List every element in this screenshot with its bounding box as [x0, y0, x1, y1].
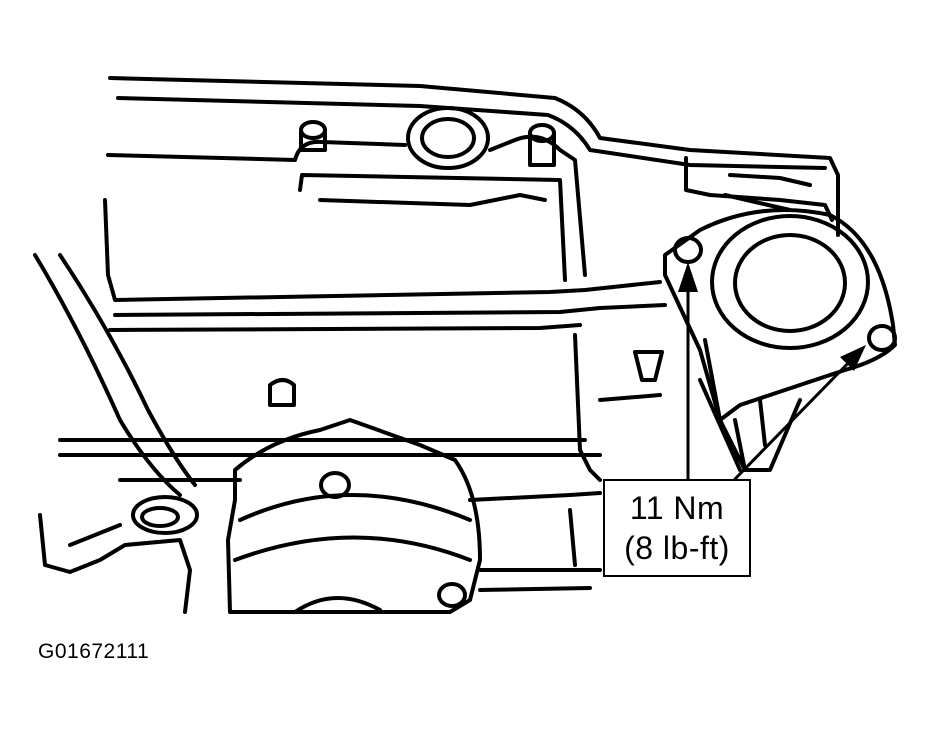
servo-cover-face [710, 214, 870, 350]
stud-left [268, 378, 296, 407]
cooler-line-inner [58, 253, 197, 487]
arrowhead-right [840, 345, 866, 371]
top-bolt-left [299, 120, 327, 140]
case-top-edge [108, 76, 840, 237]
case-mid-rib [113, 303, 667, 317]
servo-cover-face-inner [733, 233, 847, 333]
torque-metric-value: 11 Nm [629, 490, 725, 526]
case-top-inner-edge [116, 96, 827, 170]
upper-bracket [684, 156, 834, 222]
extension-bolt-top [319, 471, 351, 499]
servo-bolt-left [673, 236, 703, 264]
servo-bolt-right [867, 324, 897, 352]
case-body-line [573, 333, 602, 482]
case-upper-flange [106, 134, 587, 277]
extension-housing [226, 418, 482, 614]
figure-id-label: G01672111 [38, 640, 150, 663]
extension-bolt-right [437, 582, 467, 608]
torque-callout-box: 11 Nm (8 lb-ft) [603, 479, 751, 577]
cooler-line-outer [33, 253, 182, 497]
case-upper-rib [103, 198, 662, 302]
extension-output [293, 596, 382, 614]
case-inner-wall-2 [318, 193, 547, 207]
torque-imperial-value: (8 lb-ft) [624, 530, 730, 566]
cooler-line-fitting [131, 495, 199, 535]
leader-line-right [733, 351, 860, 481]
filler-port [406, 106, 490, 170]
filler-port-inner [420, 117, 476, 159]
lower-left-bracket [38, 513, 192, 614]
extension-housing-flange [233, 493, 472, 562]
stud-center [633, 350, 664, 382]
case-inner-wall [298, 173, 567, 282]
case-mid-rib-lower [108, 323, 582, 332]
arrowhead-left [678, 262, 698, 292]
